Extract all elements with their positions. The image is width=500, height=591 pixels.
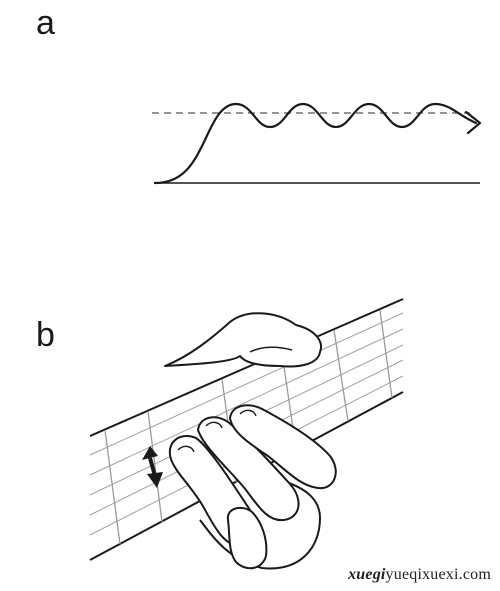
guitar-neck-hand-illustration xyxy=(89,298,404,570)
nail-index xyxy=(177,445,195,453)
thumb-crease xyxy=(249,346,293,353)
finger-middle xyxy=(197,416,300,522)
pitch-curve xyxy=(153,102,478,185)
bend-arrow-icon xyxy=(142,446,163,488)
vibrato-pitch-diagram xyxy=(152,102,482,185)
watermark: xuegiyueqixuexi.com xyxy=(345,565,494,585)
watermark-prefix: xuegi xyxy=(348,566,386,583)
panel-a-label: a xyxy=(36,4,55,42)
panel-b-label: b xyxy=(36,316,55,354)
watermark-text: yueqixuexi.com xyxy=(385,566,491,583)
nail-ring xyxy=(239,409,257,417)
thumb xyxy=(164,312,322,368)
finger-pinky xyxy=(226,506,268,570)
arrow-head-icon xyxy=(464,110,482,135)
nail-middle xyxy=(205,421,223,429)
finger-ring xyxy=(229,404,337,490)
